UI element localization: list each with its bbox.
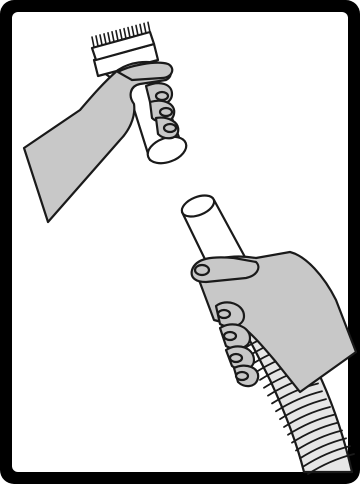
top-nail-3 bbox=[164, 124, 176, 132]
top-nail-2 bbox=[160, 108, 172, 116]
bottom-thumb-nail bbox=[195, 265, 209, 275]
bottom-nail-3 bbox=[230, 354, 242, 362]
bottom-nail-1 bbox=[218, 310, 230, 318]
bottom-nail-4 bbox=[236, 372, 248, 380]
top-nail-1 bbox=[156, 92, 168, 100]
bottom-nail-2 bbox=[224, 332, 236, 340]
